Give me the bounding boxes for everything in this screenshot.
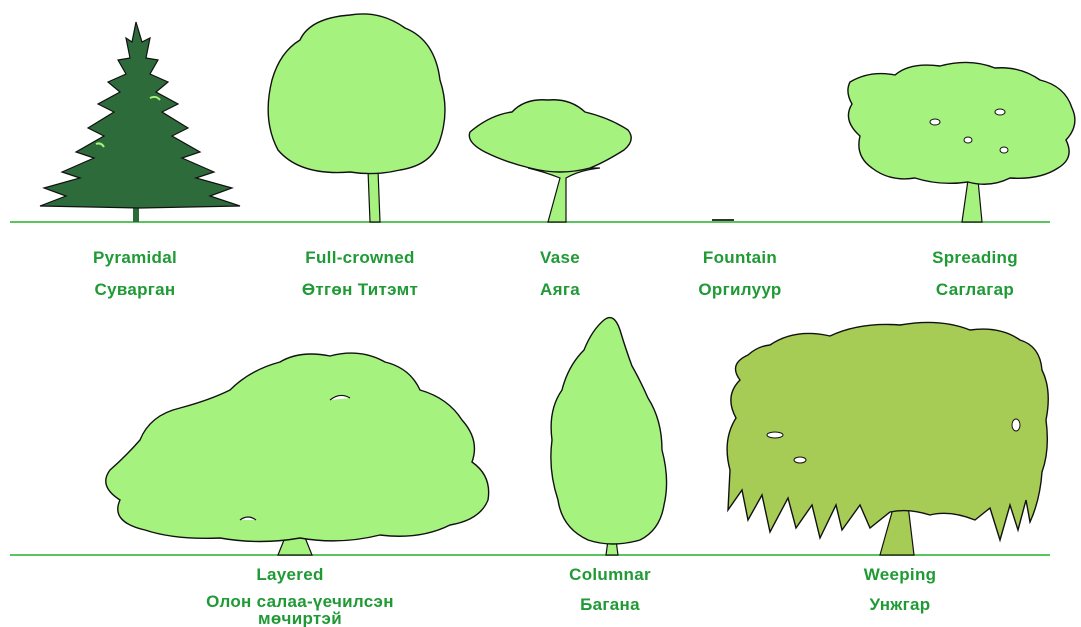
columnar-tree-icon: [550, 316, 668, 556]
full-crowned-tree-icon: [267, 13, 446, 223]
label-fountain-en: Fountain: [702, 248, 778, 267]
label-columnar-en: Columnar: [569, 565, 651, 584]
layered-tree-icon: [105, 352, 490, 556]
weeping-tree-icon: [726, 321, 1049, 556]
label-weeping-en: Weeping: [863, 565, 937, 584]
label-pyramidal-en: Pyramidal: [93, 248, 177, 267]
label-weeping-mn: Унжгар: [869, 595, 931, 614]
label-vase-en: Vase: [540, 248, 580, 267]
pyramidal-tree-icon: [39, 21, 241, 222]
label-full-crowned-mn: Өтгөн Титэмт: [301, 280, 419, 299]
spreading-tree-icon: [847, 61, 1076, 223]
label-layered-en: Layered: [256, 565, 324, 584]
vase-tree-icon: [468, 99, 632, 223]
label-vase-mn: Аяга: [540, 280, 580, 299]
label-fountain-mn: Оргилуур: [698, 280, 782, 299]
label-spreading-en: Spreading: [932, 248, 1018, 267]
label-full-crowned-en: Full-crowned: [305, 248, 415, 267]
label-columnar-mn: Багана: [580, 595, 640, 614]
label-pyramidal-mn: Суварган: [94, 280, 176, 299]
label-spreading-mn: Саглагар: [935, 280, 1015, 299]
label-layered-mn: Олон салаа-үечилсэн мөчиртэй: [206, 592, 394, 627]
